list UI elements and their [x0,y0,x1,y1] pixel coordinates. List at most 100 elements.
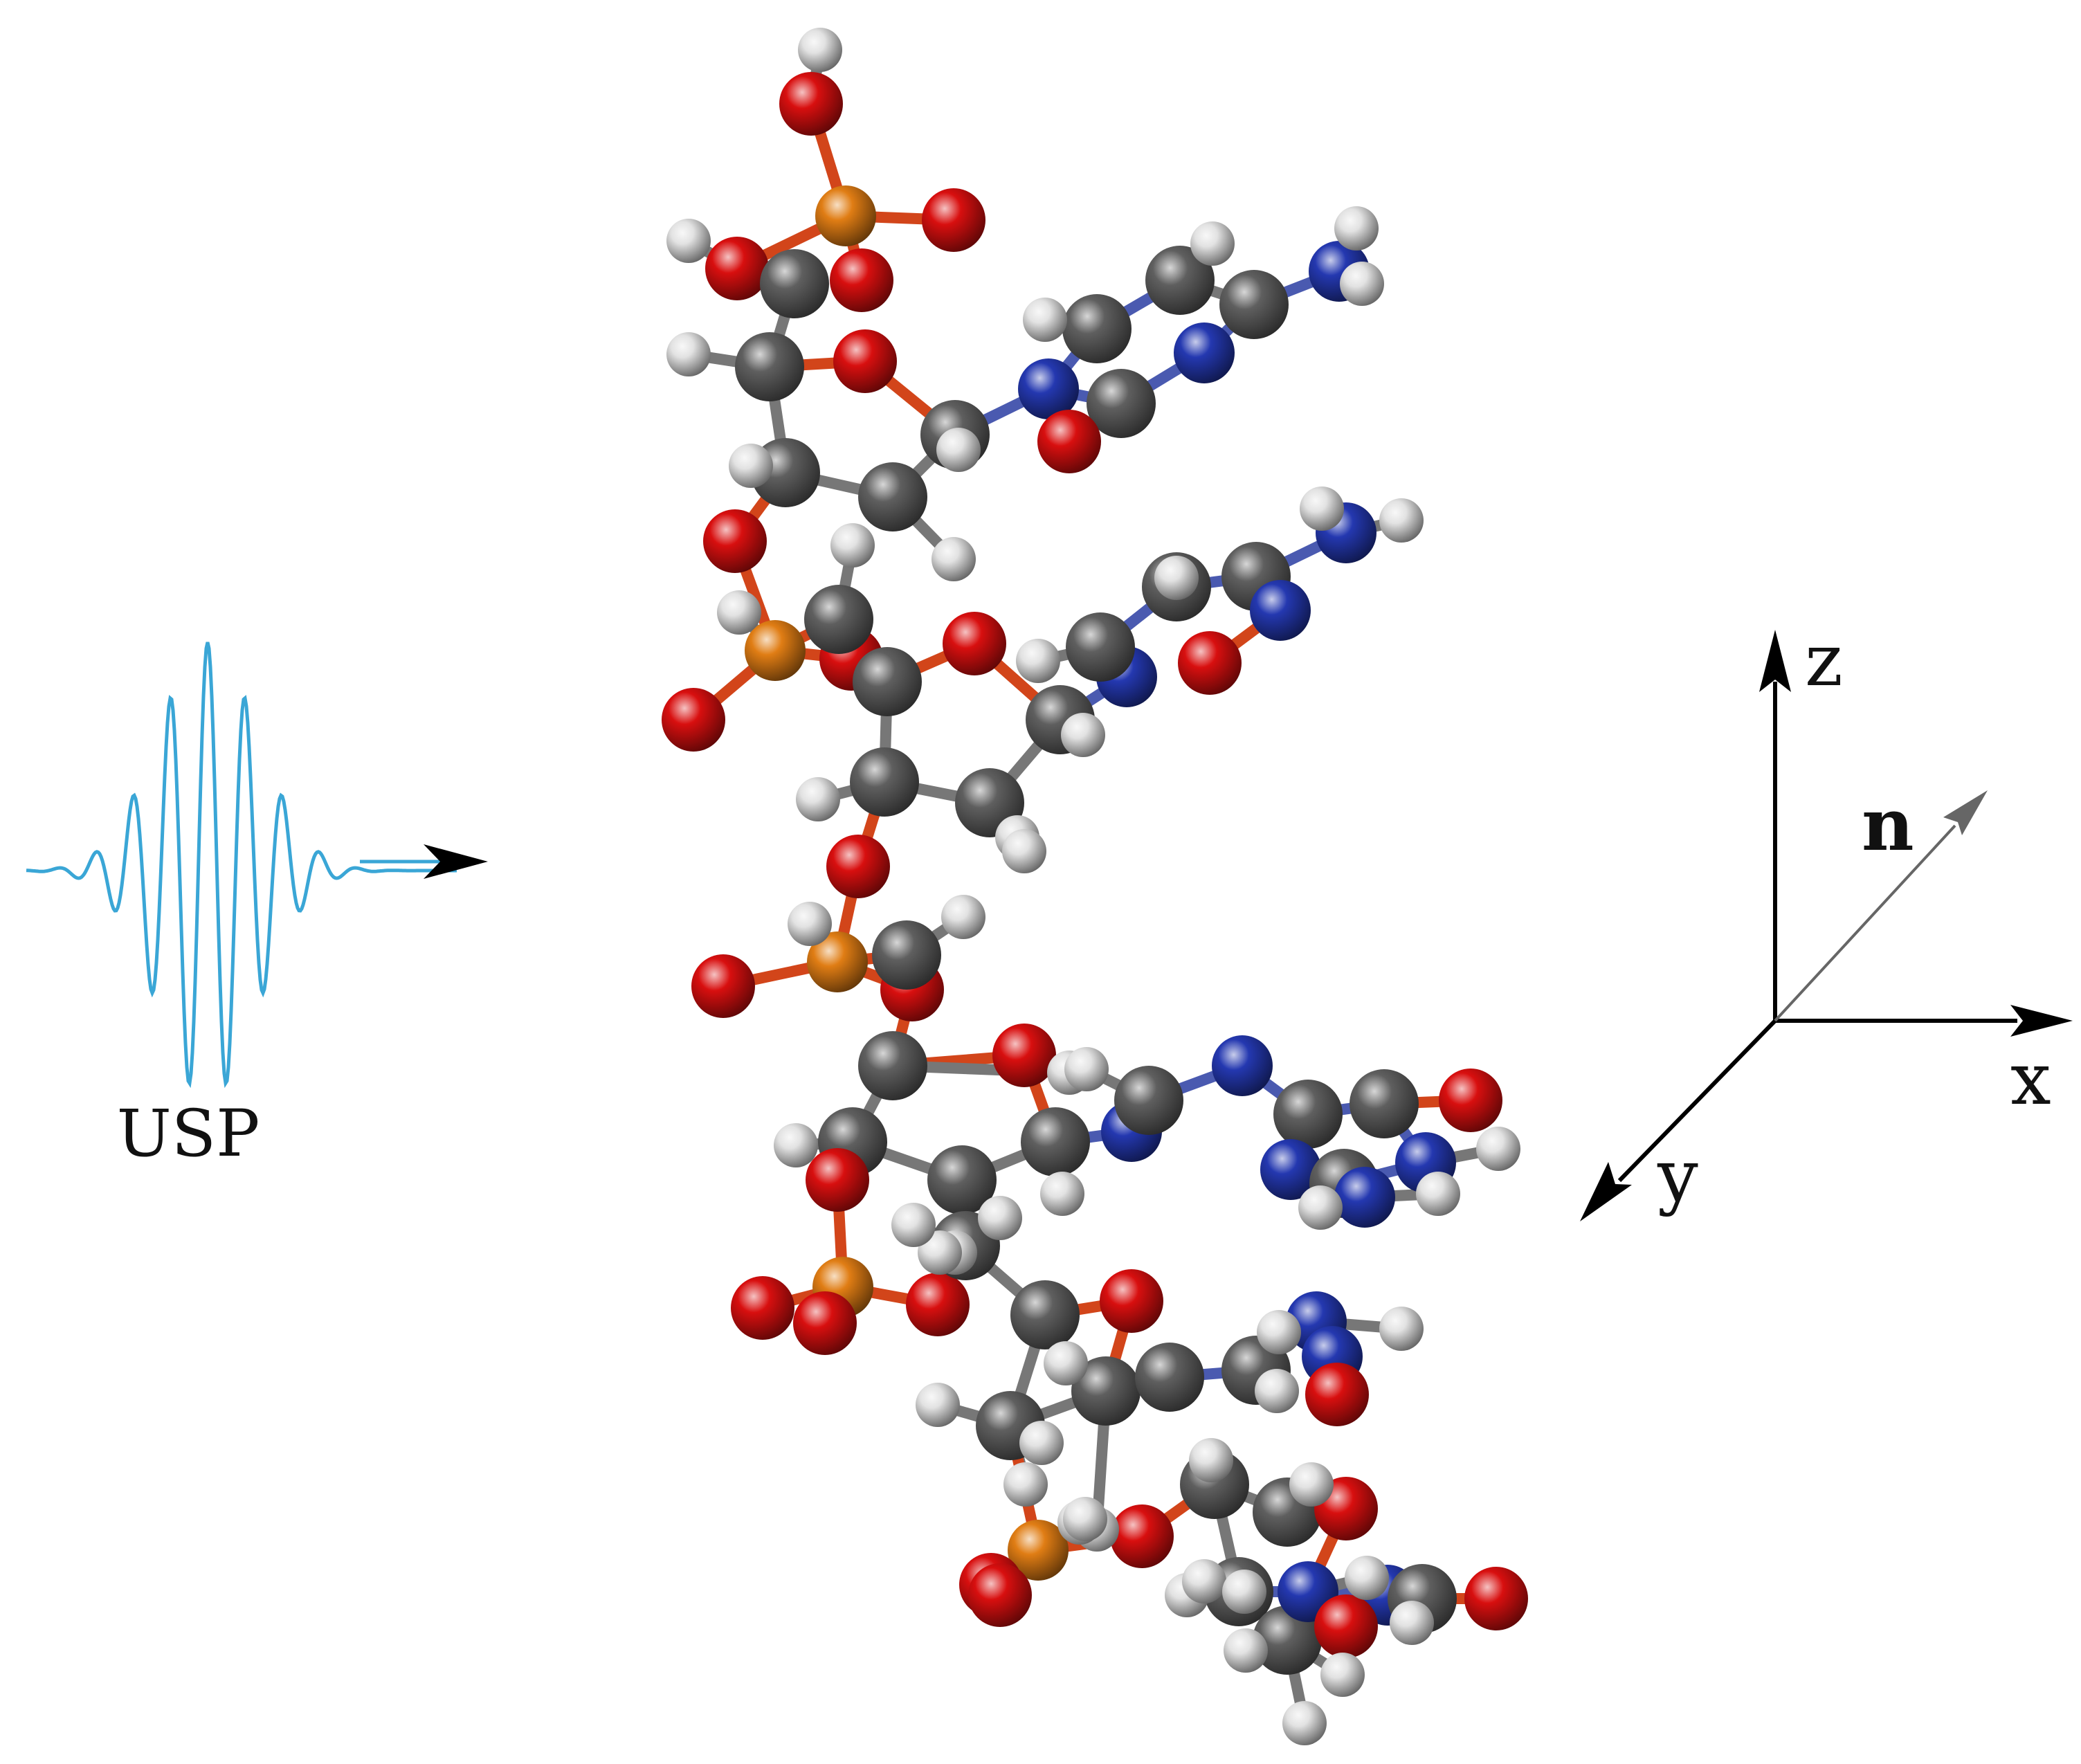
y-axis-arrowhead [1580,1162,1632,1221]
atom-hydrogen-h45 [1289,1462,1334,1507]
atom-hydrogen-h36 [1019,1421,1064,1465]
atom-oxygen-o15 [992,1024,1056,1087]
atom-hydrogen-h41 [1255,1369,1299,1413]
atom-carbon-c10 [804,585,873,654]
atom-hydrogen-h13 [796,777,840,821]
atom-oxygen-o13 [691,954,755,1018]
atom-hydrogen-h2 [666,219,711,263]
atom-hydrogen-h18 [1379,498,1424,543]
atom-hydrogen-h19 [1154,556,1199,600]
y-axis-label: y [1657,1134,1698,1218]
atom-oxygen-o10 [943,612,1006,675]
atom-oxygen-o11 [1178,631,1242,695]
atom-hydrogen-h43 [1063,1497,1107,1541]
atom-nitrogen-n1 [1018,358,1079,419]
atom-hydrogen-h4 [729,444,773,488]
atom-hydrogen-h40 [1379,1307,1424,1351]
atom-hydrogen-h23 [774,1123,818,1167]
atom-hydrogen-h48 [1224,1628,1268,1673]
atom-hydrogen-h39 [1257,1310,1301,1354]
atom-oxygen-o27 [1464,1567,1528,1630]
atom-nitrogen-n11 [1334,1167,1395,1228]
atom-carbon-c11 [853,647,922,716]
pulse-group: USP [26,642,488,1172]
n-vector-arrowhead [1943,790,1988,835]
atom-carbon-c18 [872,920,941,990]
atom-hydrogen-h15 [1002,829,1046,873]
atom-hydrogen-h32 [918,1230,962,1275]
atom-oxygen-o8 [662,688,725,752]
atom-hydrogen-h8 [1340,262,1384,306]
atom-carbon-c2 [735,332,804,401]
atom-hydrogen-h27 [1476,1127,1520,1171]
pulse-waveform [26,642,457,1089]
atom-hydrogen-h3 [666,332,711,376]
atom-phosphorus-p5 [1008,1520,1069,1581]
atom-oxygen-o20 [906,1273,970,1336]
atom-hydrogen-h34 [1044,1341,1088,1385]
atom-hydrogen-h35 [916,1383,960,1427]
n-vector-label: n [1862,782,1914,867]
atom-carbon-c8 [1145,246,1215,315]
atom-hydrogen-h9 [1190,221,1235,266]
atom-oxygen-o22 [1305,1363,1369,1426]
atom-nitrogen-n5 [1250,580,1311,641]
atom-oxygen-o6 [1037,410,1101,473]
atom-hydrogen-h31 [978,1196,1022,1240]
atom-carbon-c15 [1066,612,1135,682]
atom-carbon-c6 [1087,369,1156,438]
atom-carbon-c24 [1273,1080,1343,1149]
atom-hydrogen-h25 [1040,1172,1084,1216]
molecule-model [662,28,1528,1745]
atom-carbon-c19 [858,1031,927,1100]
atom-carbon-c1 [760,249,829,318]
atom-oxygen-o19 [793,1291,857,1355]
atom-hydrogen-h47 [1182,1559,1226,1603]
atom-hydrogen-h52 [1390,1601,1434,1645]
atom-hydrogen-h16 [1061,713,1105,757]
atom-carbon-c7 [1062,294,1132,363]
atom-hydrogen-h33 [891,1203,936,1247]
atom-hydrogen-h30 [1064,1047,1109,1091]
n-vector-line [1774,824,1956,1022]
y-axis-line [1617,1019,1777,1183]
pulse-label: USP [117,1096,260,1172]
atom-nitrogen-n8 [1212,1035,1273,1096]
x-axis-label: x [2010,1037,2051,1121]
atom-oxygen-o7 [703,509,767,573]
atom-oxygen-o3 [705,237,769,300]
atom-hydrogen-h51 [1345,1556,1389,1600]
atom-hydrogen-h5 [932,537,976,581]
atom-phosphorus-p3 [807,931,868,992]
atom-layer [662,28,1528,1745]
x-axis-arrowhead [2010,1005,2073,1037]
atom-carbon-c31 [1135,1343,1204,1412]
atom-hydrogen-h53 [1222,1570,1266,1614]
atom-hydrogen-h28 [1298,1185,1343,1230]
atom-oxygen-o5 [833,329,897,393]
atom-hydrogen-h20 [1016,639,1060,683]
atom-carbon-c20 [1021,1107,1090,1176]
z-axis-arrowhead [1759,630,1791,692]
atom-hydrogen-h29 [1416,1172,1460,1216]
atom-hydrogen-h7 [1334,206,1379,251]
atom-oxygen-o17 [806,1148,869,1212]
atom-oxygen-o4 [830,248,893,312]
atom-hydrogen-h21 [941,895,985,939]
atom-carbon-c23 [1114,1066,1183,1135]
atom-phosphorus-p2 [745,620,806,681]
atom-hydrogen-h10 [1023,298,1067,342]
atom-oxygen-o1 [779,72,843,136]
atom-oxygen-o18 [731,1276,794,1340]
atom-carbon-c25 [1350,1069,1419,1138]
atom-oxygen-o2 [922,188,985,252]
atom-nitrogen-n2 [1174,322,1235,383]
atom-hydrogen-h37 [1003,1462,1048,1507]
atom-hydrogen-h50 [1320,1653,1365,1697]
atom-hydrogen-h17 [1300,487,1344,531]
atom-nitrogen-n9 [1260,1139,1321,1200]
atom-carbon-c28 [1010,1280,1080,1349]
atom-oxygen-o28 [1314,1594,1378,1658]
atom-hydrogen-h1 [798,28,842,72]
